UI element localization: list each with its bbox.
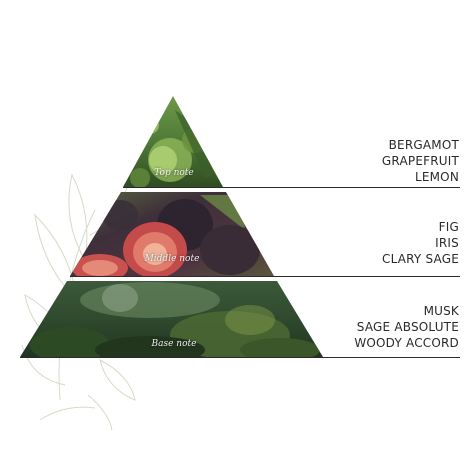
ingredient: BERGAMOT bbox=[388, 138, 459, 152]
base-note-label: Base note bbox=[151, 339, 197, 349]
middle-note-ingredients: FIG IRIS CLARY SAGE bbox=[382, 219, 459, 267]
middle-tier-image bbox=[70, 192, 274, 276]
ingredient: SAGE ABSOLUTE bbox=[356, 320, 459, 334]
base-note-ingredients: MUSK SAGE ABSOLUTE WOODY ACCORD bbox=[354, 303, 459, 351]
ingredient: FIG bbox=[438, 220, 459, 234]
top-note-label: Top note bbox=[154, 168, 194, 178]
base-tier-image bbox=[20, 281, 323, 357]
top-note-ingredients: BERGAMOT GRAPEFRUIT LEMON bbox=[382, 137, 459, 185]
ingredient: LEMON bbox=[414, 170, 459, 184]
ingredient: GRAPEFRUIT bbox=[381, 154, 459, 168]
ingredient: CLARY SAGE bbox=[382, 252, 459, 266]
ingredient: MUSK bbox=[423, 304, 459, 318]
ingredient: WOODY ACCORD bbox=[354, 336, 459, 350]
middle-note-label: Middle note bbox=[144, 254, 200, 264]
ingredient: IRIS bbox=[435, 236, 459, 250]
